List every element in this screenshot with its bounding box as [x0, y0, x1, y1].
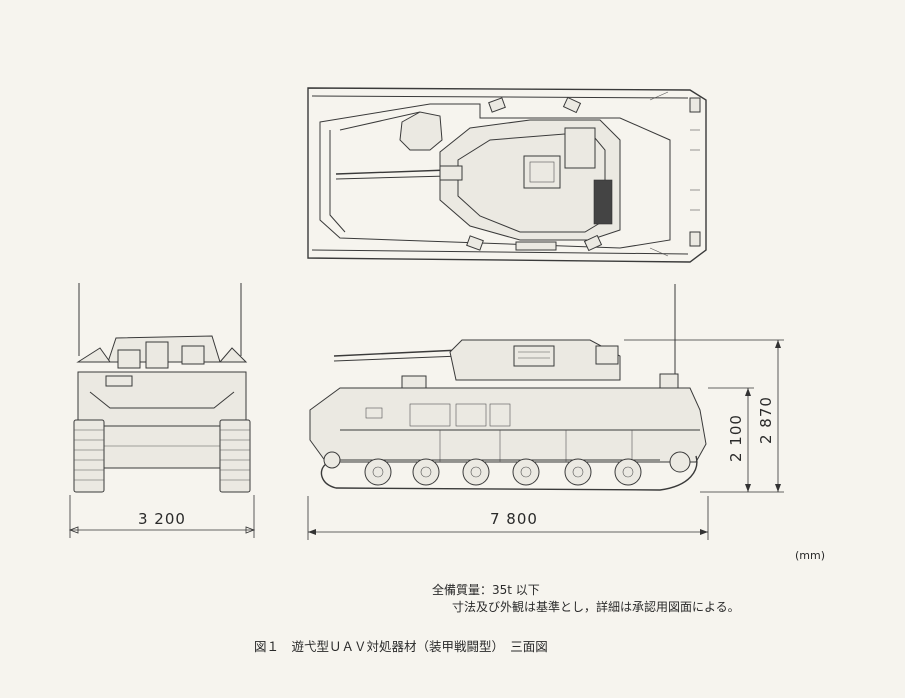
- remark-note: 寸法及び外観は基準とし，詳細は承認用図面による。: [452, 600, 740, 614]
- unit-label: (mm): [795, 549, 826, 562]
- front-view: [68, 283, 256, 538]
- side-view: [307, 284, 784, 540]
- front-width-label: 3 200: [138, 510, 186, 528]
- side-length-label: 7 800: [490, 510, 538, 528]
- top-view: [307, 87, 707, 263]
- overall-height-label: 2 870: [757, 396, 775, 444]
- figure-caption: 図１ 遊弋型ＵＡＶ対処器材（装甲戦闘型） 三面図: [254, 639, 548, 654]
- weight-note: 全備質量：35t 以下: [432, 583, 540, 597]
- hull-height-label: 2 100: [727, 414, 745, 462]
